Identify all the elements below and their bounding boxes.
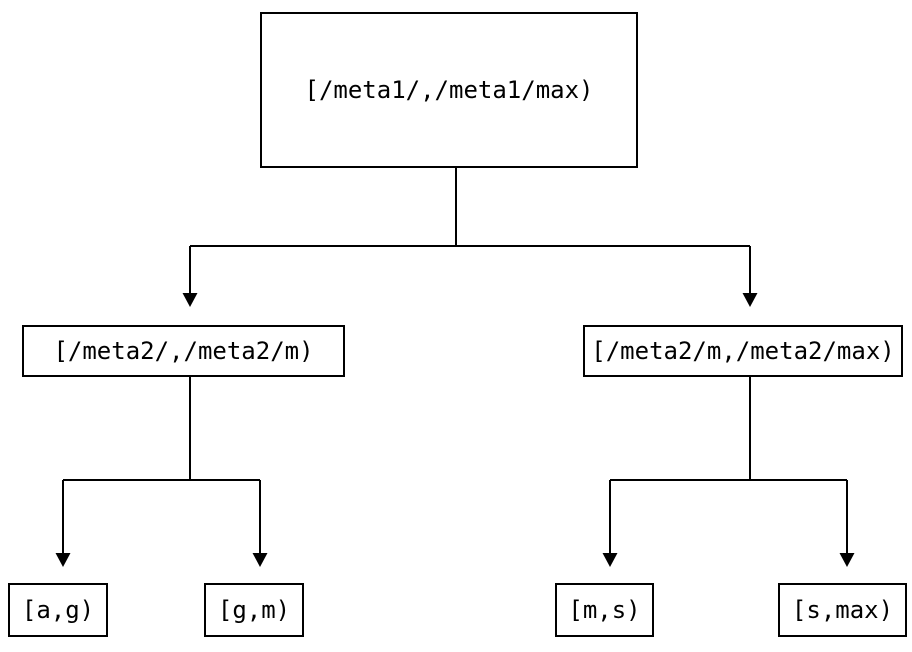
node-leaf-m-s-label: [m,s) (568, 596, 641, 624)
node-leaf-m-s: [m,s) (555, 583, 654, 637)
node-meta2-upper: [/meta2/m,/meta2/max) (583, 325, 903, 377)
arrowhead-leaf-a-g-icon (55, 553, 71, 567)
arrowhead-leaf-s-max-icon (839, 553, 855, 567)
node-root-label: [/meta1/,/meta1/max) (304, 76, 594, 104)
arrowhead-meta2-upper-icon (742, 293, 758, 307)
node-meta2-lower: [/meta2/,/meta2/m) (22, 325, 345, 377)
node-leaf-a-g-label: [a,g) (21, 596, 95, 624)
node-leaf-a-g: [a,g) (8, 583, 108, 637)
arrowhead-meta2-lower-icon (182, 293, 198, 307)
node-meta2-lower-label: [/meta2/,/meta2/m) (53, 337, 314, 365)
node-leaf-g-m-label: [g,m) (217, 596, 291, 624)
node-meta2-upper-label: [/meta2/m,/meta2/max) (591, 337, 895, 365)
node-leaf-g-m: [g,m) (204, 583, 304, 637)
node-leaf-s-max-label: [s,max) (791, 596, 894, 624)
arrowhead-leaf-g-m-icon (252, 553, 268, 567)
arrowhead-leaf-m-s-icon (602, 553, 618, 567)
node-root: [/meta1/,/meta1/max) (260, 12, 638, 168)
node-leaf-s-max: [s,max) (778, 583, 907, 637)
